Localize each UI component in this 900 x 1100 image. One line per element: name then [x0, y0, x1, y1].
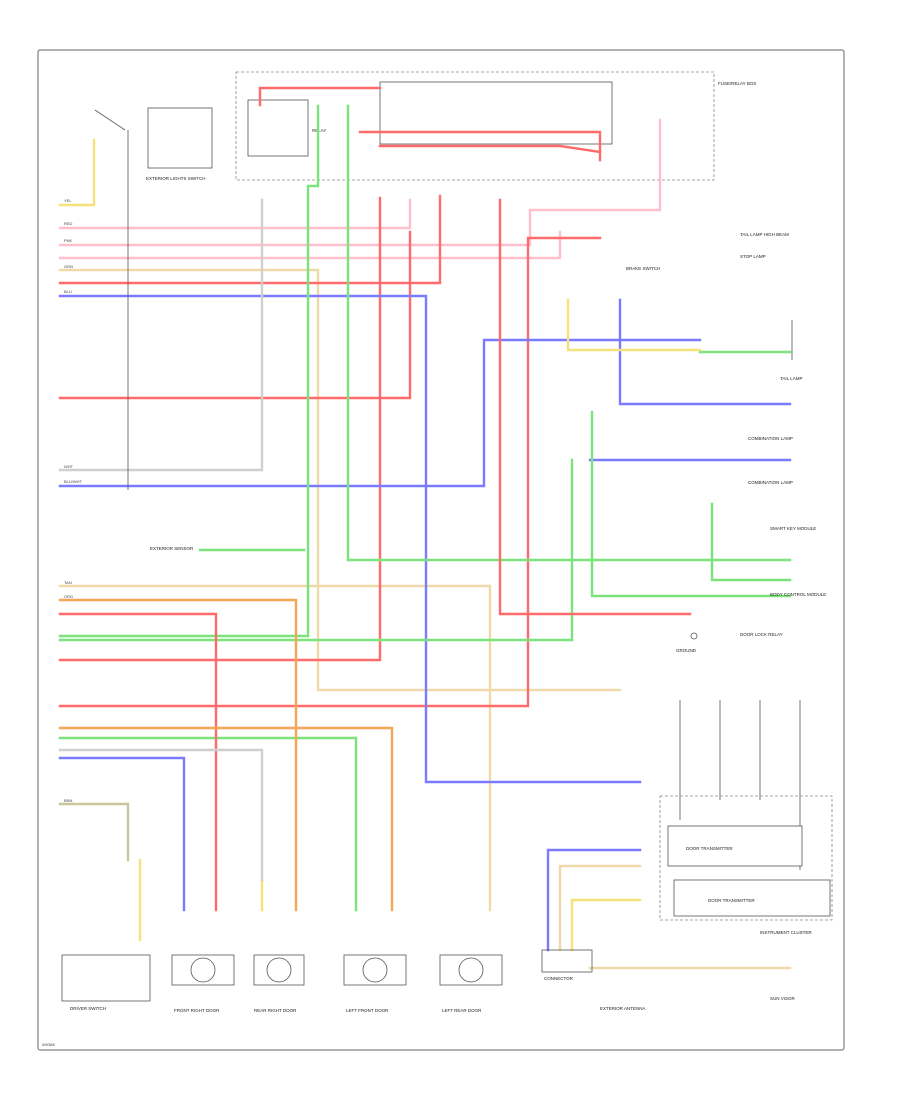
tag-blu-wht: BLU/WHT [64, 479, 83, 484]
wire-green-rail-1 [58, 104, 320, 638]
switch-lever [94, 109, 126, 131]
wire-green-rail-7 [710, 502, 792, 582]
lamp-note-2: STOP LAMP [740, 254, 766, 259]
wire-yellow-2 [566, 298, 702, 352]
tail-lamp-label: TAIL LAMP [780, 376, 803, 381]
wire-pink-rail-1 [58, 198, 412, 230]
sun-visor-label: SUN VISOR [770, 996, 796, 1001]
wire-green-rail-4 [58, 736, 358, 912]
wire-tan-rail-2 [58, 584, 492, 912]
wire-red-feed-3 [378, 144, 602, 154]
wire-gray-2 [58, 748, 264, 882]
wire-orange-2 [58, 726, 394, 912]
wire-red-rail-1 [58, 194, 442, 285]
wire-tan-rail-1 [58, 268, 622, 692]
tag-org: ORG [64, 594, 73, 599]
wire-green-rail-5 [590, 410, 792, 598]
fuse-box-label: FUSE/RELAY BOX [718, 81, 756, 86]
exterior-sensor-label: EXTERIOR SENSOR [150, 546, 194, 551]
instrument-cluster-box [659, 795, 833, 921]
wire-orange-1 [58, 598, 298, 912]
ground-symbol [690, 632, 698, 640]
wire-yellow-1 [58, 138, 96, 207]
tag-wht: WHT [64, 464, 74, 469]
door-transmitter-2-box [673, 879, 831, 917]
wire-red-rail-3 [58, 196, 382, 662]
relay-left-box [247, 99, 309, 157]
door-transmitter-1-box [667, 825, 803, 867]
tag-blue: BLU [64, 289, 72, 294]
tag-pink: PNK [64, 238, 73, 243]
wire-blue-rail-1 [58, 294, 642, 784]
motor-4-label: LEFT REAR DOOR [442, 1008, 482, 1013]
connector-box [541, 949, 593, 973]
wire-yellow-5 [558, 864, 642, 952]
instrument-cluster-label: INSTRUMENT CLUSTER [760, 930, 812, 935]
connector-label: CONNECTOR [544, 976, 574, 981]
footer-code: W0386 [42, 1042, 55, 1047]
motor-1-label: FRONT RIGHT DOOR [174, 1008, 220, 1013]
wire-red-rail-4 [58, 236, 602, 708]
wire-blue-rail-3 [58, 756, 186, 912]
motor-left-front: LEFT FRONT DOOR [343, 954, 407, 1013]
tag-green: GRN [64, 264, 73, 269]
tag-brn: BRN [64, 798, 73, 803]
wire-pink-rail-3 [58, 230, 562, 260]
motor-2-label: REAR RIGHT DOOR [254, 1008, 297, 1013]
wire-gray-1 [58, 198, 264, 472]
wire-green-rail-2 [346, 104, 792, 562]
motor-rear-right: REAR RIGHT DOOR [253, 954, 305, 1013]
wire-yellow-7 [570, 898, 642, 952]
wire-red-right-2 [58, 612, 218, 912]
combination-lamp-2-label: COMBINATION LAMP [748, 480, 793, 485]
brake-switch-label: BRAKE SWITCH [626, 266, 660, 271]
body-module-label: BODY CONTROL MODULE [770, 592, 826, 597]
wire-red-rail-2 [58, 230, 412, 400]
tag-tan: TAN [64, 580, 72, 585]
tag-red: RED [64, 221, 73, 226]
exterior-lights-switch-box [147, 107, 213, 169]
diagram-frame [37, 49, 845, 1051]
wire-red-right-1 [498, 198, 692, 616]
lamp-note-1: TAIL LAMP HIGH BEAM [740, 232, 789, 237]
fuse-bank-box [379, 81, 613, 145]
smart-key-label: SMART KEY MODULE [770, 526, 816, 531]
fuse-box-outline [235, 71, 715, 181]
wire-olive-1 [58, 802, 130, 862]
door-transmitter-1-label: DOOR TRANSMITTER [686, 846, 733, 851]
wire-blue-rail-4 [618, 298, 792, 406]
wire-green-rail-8 [58, 458, 574, 642]
motor-front-right: FRONT RIGHT DOOR [171, 954, 235, 1013]
motor-left-rear: LEFT REAR DOOR [439, 954, 503, 1013]
wire-red-feed-1 [258, 86, 382, 107]
ground-label: GROUND [676, 648, 697, 653]
tag-yel: YEL [64, 198, 72, 203]
wire-pink-rail-2 [58, 118, 662, 247]
driver-switch-box [61, 954, 151, 1002]
exterior-lights-switch-label: EXTERIOR LIGHTS SWITCH [146, 176, 206, 181]
exterior-antenna-label: EXTERIOR ANTENNA [600, 1006, 646, 1011]
combination-lamp-1-label: COMBINATION LAMP [748, 436, 793, 441]
wire-group [58, 86, 801, 970]
wire-blue-rail-2 [58, 338, 702, 488]
door-lock-label: DOOR LOCK RELAY [740, 632, 783, 637]
wire-blue-rail-6 [546, 848, 642, 952]
door-transmitter-2-label: DOOR TRANSMITTER [708, 898, 755, 903]
driver-switch-label: DRIVER SWITCH [70, 1006, 106, 1011]
motor-3-label: LEFT FRONT DOOR [346, 1008, 389, 1013]
wire-red-feed-2 [358, 130, 602, 162]
relay-left-label: RELAY [312, 128, 326, 133]
